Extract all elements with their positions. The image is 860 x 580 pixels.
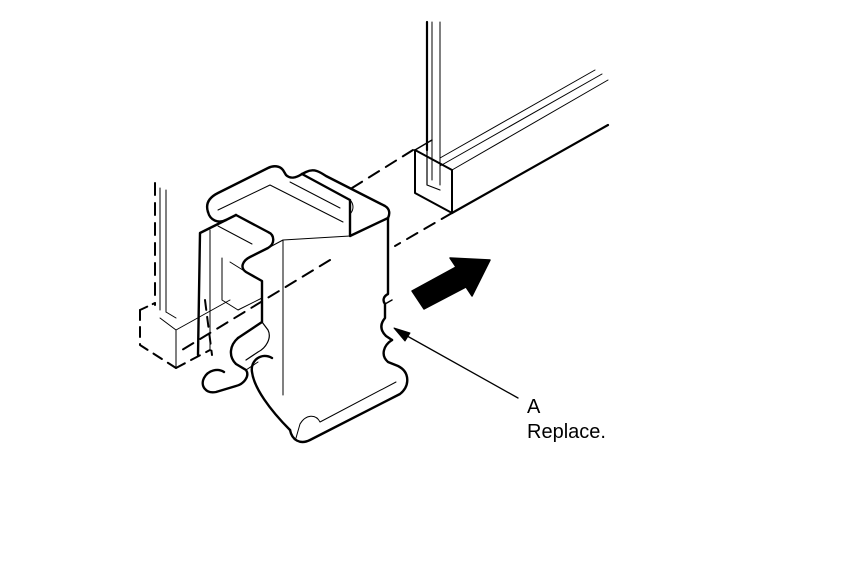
alignment-guide-lines — [181, 149, 453, 351]
callout-leader-line — [393, 327, 519, 399]
panel-rail — [414, 20, 610, 215]
replacement-clip — [196, 165, 409, 444]
ghost-clip-outline — [139, 182, 231, 369]
callout-letter: A — [527, 396, 541, 418]
insertion-direction-arrow — [411, 257, 491, 310]
callout-label: Replace. — [527, 421, 606, 443]
